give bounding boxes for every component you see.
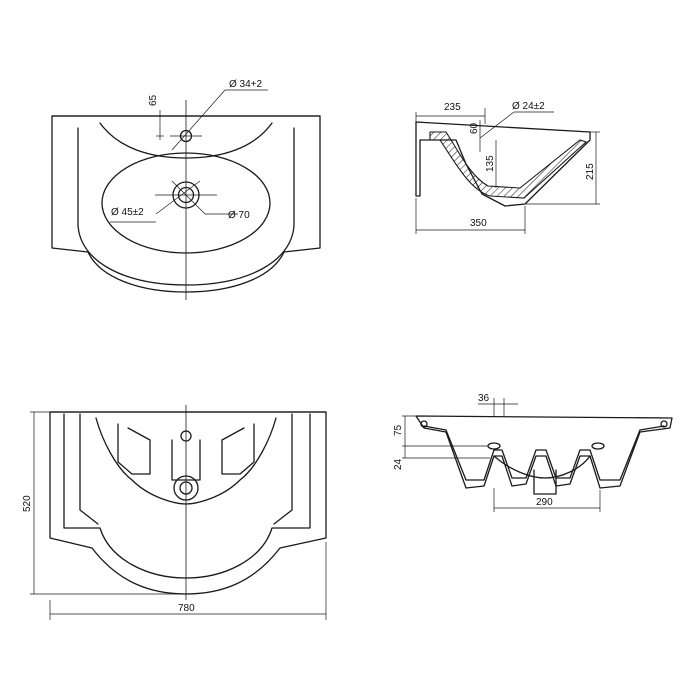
top-view: 65 Ø 34+2 Ø 45±2 Ø 70 [51, 79, 321, 300]
side-section-hatch [429, 131, 588, 199]
bottom-view-outline [49, 411, 327, 595]
bottom-view-right-skirt [273, 413, 293, 525]
dim-hole-offset: 65 [148, 94, 159, 106]
dim-width: 780 [178, 603, 195, 614]
bottom-view-inner [63, 413, 311, 579]
dim-drain-outer: Ø 70 [228, 210, 250, 221]
bottom-view: 520 780 [22, 405, 327, 620]
dim-bowl-depth: 135 [485, 155, 496, 172]
front-section-outline [415, 415, 673, 489]
dim-drain-inner: Ø 45±2 [111, 207, 144, 218]
dim-base-width: 350 [470, 218, 487, 229]
front-section-drain [533, 469, 557, 495]
bottom-view-left-rib [117, 423, 151, 475]
dim-total-height: 215 [585, 163, 596, 180]
dim-tap-hole: Ø 34+2 [229, 79, 263, 90]
front-slot-right [591, 442, 605, 450]
dim-rim-height: 75 [393, 424, 404, 436]
dim-depth-top: 235 [444, 102, 461, 113]
dim-overflow-height: 60 [469, 122, 480, 134]
side-section-view: 235 Ø 24±2 60 135 215 350 [415, 101, 600, 234]
front-section-bowl-curve [493, 455, 591, 479]
front-slot-left [487, 442, 501, 450]
bottom-view-left-skirt [79, 413, 99, 525]
dim-hole-width: 36 [478, 393, 490, 404]
bottom-view-right-rib [221, 423, 255, 475]
dim-bottom-width: 290 [536, 497, 553, 508]
front-right-mount-hole [660, 420, 668, 428]
dim-overflow: Ø 24±2 [512, 101, 545, 112]
dim-lower-offset: 24 [393, 458, 404, 470]
dim-depth: 520 [22, 495, 33, 512]
front-left-mount-hole [420, 420, 428, 428]
front-section-view: 36 75 24 290 [393, 393, 673, 512]
front-section-inner [423, 425, 665, 481]
